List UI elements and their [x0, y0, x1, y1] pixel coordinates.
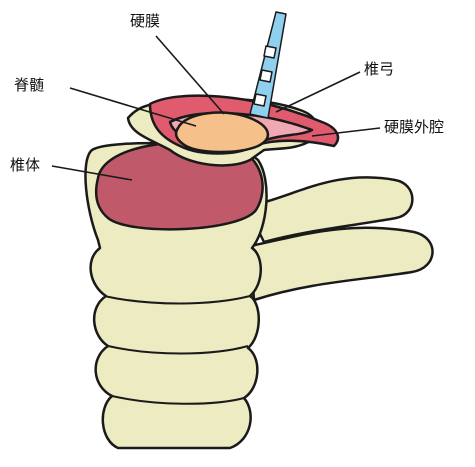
label-dura: 硬膜 [130, 14, 160, 29]
leader-lamina [276, 72, 360, 112]
label-spinal-cord: 脊髄 [14, 78, 44, 93]
label-lamina: 椎弓 [364, 62, 394, 77]
label-vertebral-body: 椎体 [10, 158, 40, 173]
spinal-cord [176, 113, 268, 152]
epidural-catheter [250, 12, 286, 118]
label-epidural-space: 硬膜外腔 [384, 120, 444, 135]
